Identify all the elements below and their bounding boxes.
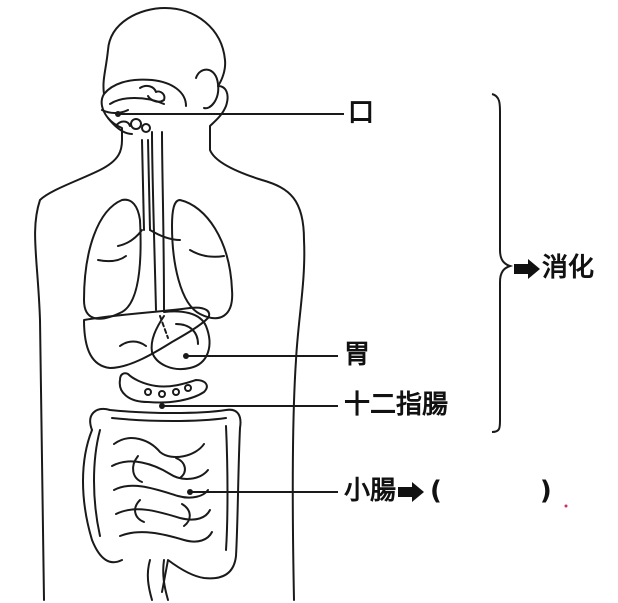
duodenum bbox=[120, 373, 207, 402]
label-digestion: 消化 bbox=[542, 253, 594, 283]
label-mouth: 口 bbox=[348, 98, 374, 128]
large-intestine bbox=[90, 409, 240, 592]
label-digestion-group: 消化 bbox=[512, 253, 594, 283]
left-lung bbox=[84, 200, 141, 319]
trachea bbox=[142, 140, 144, 230]
body-outline bbox=[35, 8, 304, 600]
liver bbox=[84, 308, 209, 368]
right-lung bbox=[172, 200, 232, 318]
arrow-right-icon bbox=[512, 258, 542, 280]
esophagus bbox=[152, 132, 156, 310]
red-dot bbox=[565, 505, 568, 508]
label-small-intestine: 小腸 bbox=[344, 476, 396, 506]
rectum bbox=[148, 560, 152, 600]
paren-open: ( bbox=[430, 476, 442, 506]
label-small-intestine-group: 小腸 () bbox=[344, 476, 552, 506]
arrow-right-icon bbox=[396, 481, 426, 503]
nasal-cavity bbox=[104, 80, 186, 106]
ear bbox=[196, 70, 218, 109]
label-duodenum: 十二指腸 bbox=[344, 390, 448, 420]
stomach bbox=[152, 311, 210, 369]
small-intestine bbox=[112, 438, 212, 542]
paren-close: ) bbox=[540, 476, 552, 506]
label-stomach: 胃 bbox=[344, 340, 370, 370]
brace-icon bbox=[492, 94, 510, 432]
